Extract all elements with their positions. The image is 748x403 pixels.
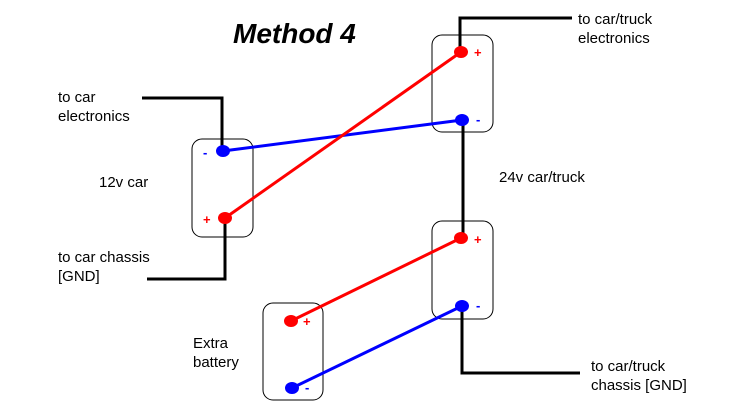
- polarity-extra-positive: +: [303, 314, 311, 329]
- wire-to-car-chassis: [147, 218, 227, 281]
- label-car-chassis: to car chassis [GND]: [58, 249, 150, 285]
- polarity-24v-top-positive: +: [474, 45, 482, 60]
- wire-car-pos-to-truck-pos: [224, 50, 462, 220]
- wire-to-truck-electronics: [458, 16, 572, 52]
- wire-extra-neg-to-truck-bottom-neg: [291, 304, 463, 390]
- wire-extra-pos-to-truck-bottom-pos: [290, 236, 462, 323]
- wire-to-truck-chassis: [460, 306, 580, 375]
- polarity-24v-bottom-positive: +: [474, 232, 482, 247]
- terminal-24v-top-positive: [454, 46, 468, 58]
- terminal-24v-bottom-negative: [455, 300, 469, 312]
- polarity-24v-bottom-negative: -: [476, 298, 480, 313]
- polarity-extra-negative: -: [305, 380, 309, 395]
- label-truck-chassis: to car/truck chassis [GND]: [591, 358, 687, 394]
- label-12v-car: 12v car: [99, 174, 149, 191]
- terminal-12v-negative: [216, 145, 230, 157]
- terminal-12v-positive: [218, 212, 232, 224]
- label-truck-electronics: to car/truck electronics: [578, 11, 653, 47]
- terminal-24v-bottom-positive: [454, 232, 468, 244]
- diagram-title: Method 4: [233, 18, 356, 49]
- label-car-electronics: to car electronics: [58, 89, 130, 125]
- terminal-extra-negative: [285, 382, 299, 394]
- label-24v-truck: 24v car/truck: [499, 169, 585, 186]
- polarity-24v-top-negative: -: [476, 112, 480, 127]
- polarity-12v-positive: +: [203, 212, 211, 227]
- polarity-12v-negative: -: [203, 145, 207, 160]
- battery-box-extra: [262, 302, 324, 401]
- terminal-24v-top-negative: [455, 114, 469, 126]
- label-extra-battery: Extra battery: [193, 335, 239, 371]
- wire-to-car-electronics: [142, 96, 224, 151]
- terminal-extra-positive: [284, 315, 298, 327]
